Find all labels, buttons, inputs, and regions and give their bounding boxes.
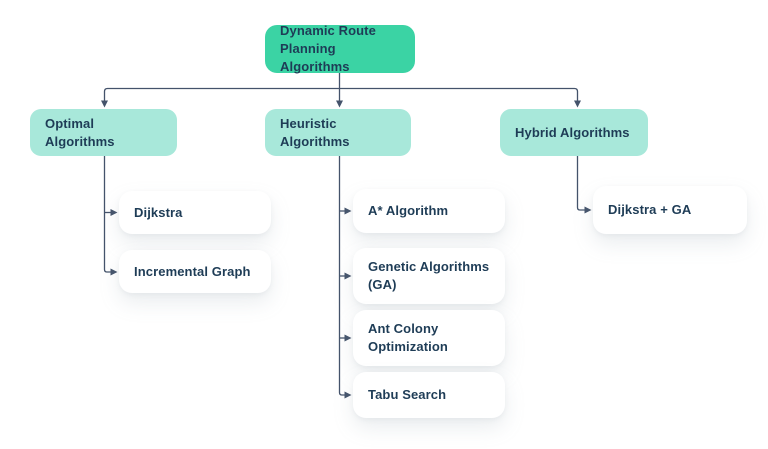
node-incremental-graph: Incremental Graph: [119, 250, 271, 293]
node-heuristic-algorithms: Heuristic Algorithms: [265, 109, 411, 156]
node-label: Dijkstra: [134, 204, 183, 220]
arrowhead-right-ant-colony: [344, 334, 352, 342]
arrowhead-right-dijkstra: [110, 209, 118, 216]
connector-col3-trunk: [576, 156, 585, 211]
node-label: Heuristic Algorithms: [280, 115, 350, 149]
node-label: Ant Colony Optimization: [368, 321, 448, 354]
node-genetic-algorithms: Genetic Algorithms (GA): [353, 248, 505, 304]
arrowhead-right-dijkstra-ga: [584, 206, 592, 214]
node-tabu-search: Tabu Search: [353, 372, 505, 418]
node-label: Optimal Algorithms: [45, 115, 115, 149]
node-optimal-algorithms: Optimal Algorithms: [30, 109, 177, 156]
node-label: Incremental Graph: [134, 263, 251, 279]
connector-col1-trunk: [103, 156, 111, 273]
arrowhead-down-hybrid: [574, 100, 581, 108]
arrowhead-right-genetic: [344, 272, 352, 280]
connector-top-rail: [103, 87, 579, 101]
node-label: Dynamic Route Planning Algorithms: [280, 23, 376, 74]
node-label: Genetic Algorithms (GA): [368, 259, 490, 292]
node-a-star-algorithm: A* Algorithm: [353, 189, 505, 233]
node-label: Hybrid Algorithms: [515, 124, 630, 140]
node-dijkstra-plus-ga: Dijkstra + GA: [593, 186, 747, 234]
arrowhead-right-a-star: [344, 207, 352, 215]
node-label: Dijkstra + GA: [608, 202, 692, 217]
arrowhead-right-tabu-search: [344, 391, 352, 399]
arrowhead-down-heuristic: [336, 100, 343, 108]
node-dynamic-route-planning-algorithms: Dynamic Route Planning Algorithms: [265, 23, 415, 74]
arrowhead-down-optimal: [101, 100, 108, 108]
node-dijkstra: Dijkstra: [119, 191, 271, 234]
node-label: Tabu Search: [368, 387, 447, 402]
node-ant-colony-optimization: Ant Colony Optimization: [353, 310, 505, 366]
connector-col2-trunk: [338, 156, 345, 396]
node-hybrid-algorithms: Hybrid Algorithms: [500, 109, 648, 156]
node-label: A* Algorithm: [368, 203, 449, 218]
arrowhead-right-incremental-graph: [110, 268, 118, 276]
